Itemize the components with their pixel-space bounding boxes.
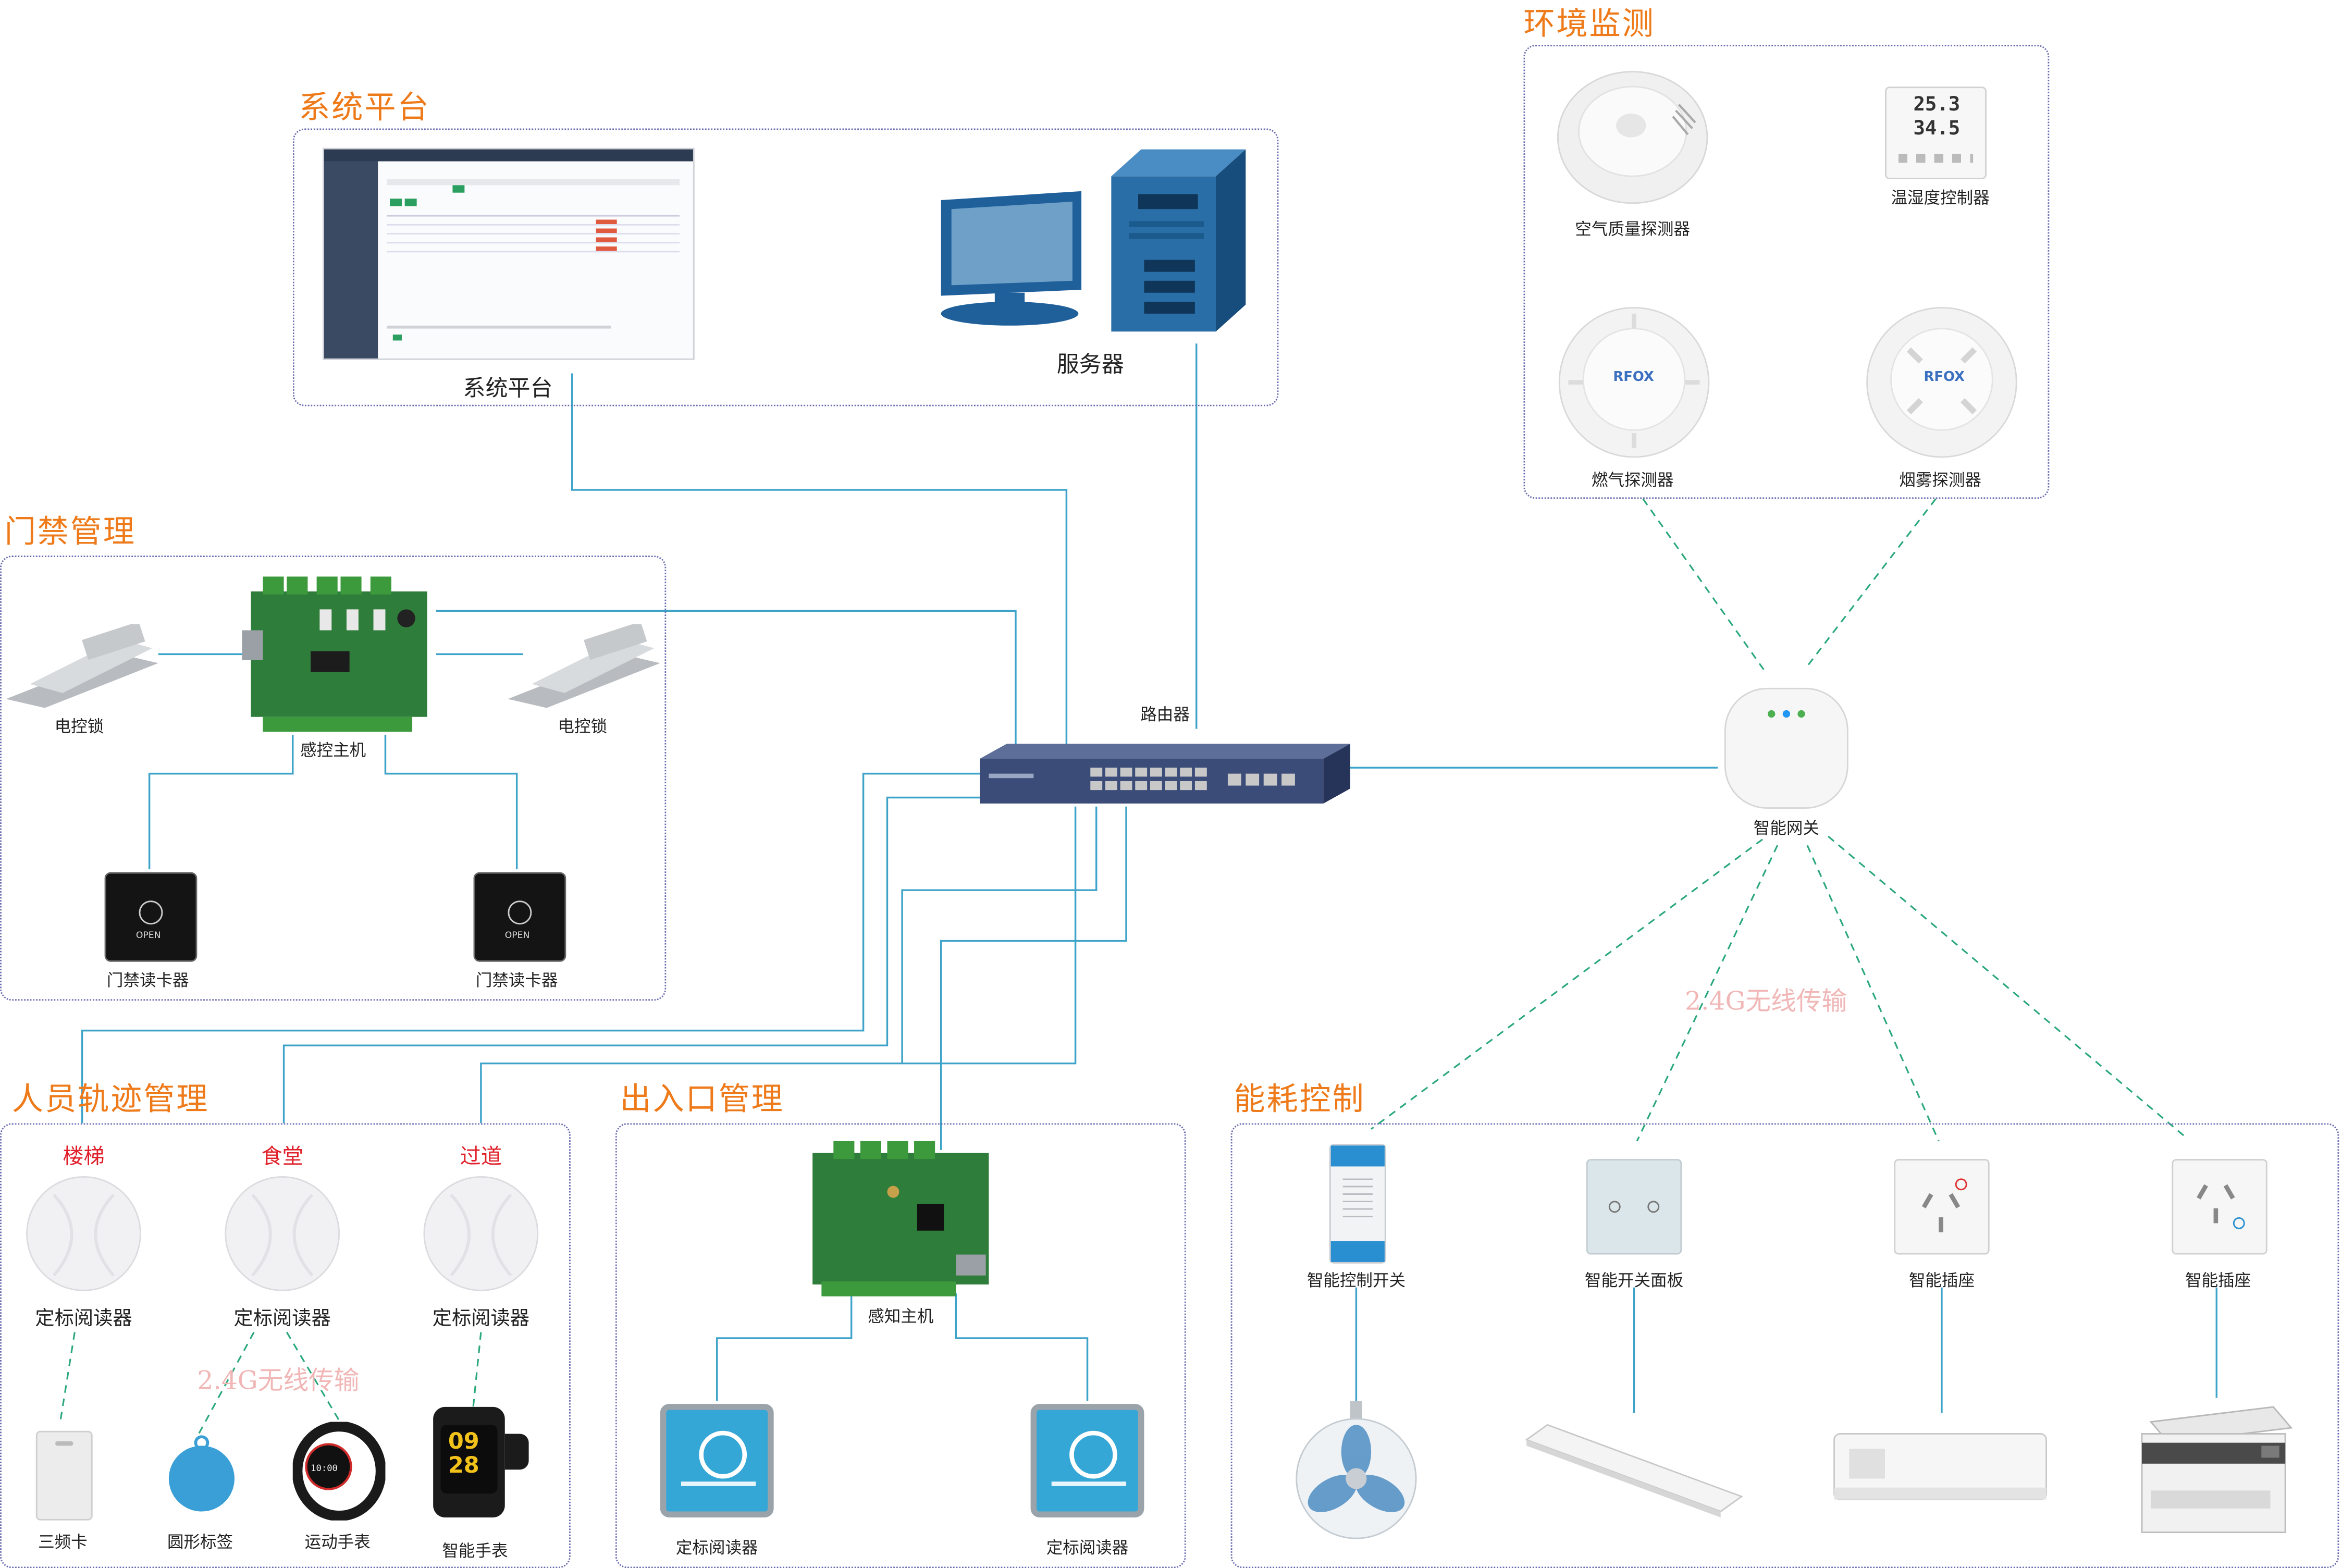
router-icon [980,744,1350,804]
track-wireless-note: 2.4G无线传输 [197,1366,360,1397]
gate-host-board-icon [812,1141,989,1297]
thermo-temp-reading: 25.3 [1913,94,1961,117]
section-title-track: 人员轨迹管理 [11,1081,209,1117]
gateway-label: 智能网关 [1753,818,1819,838]
access-controller-board-icon [242,576,427,732]
smoke-detector-icon [1866,306,2017,458]
access-reader-left-icon: OPEN [104,872,198,962]
electric-lock-left-icon [6,624,158,708]
smart-socket-1-icon [1894,1159,1990,1255]
gate-reader-left-label: 定标阅读器 [675,1538,758,1558]
track-reader-2-icon [225,1176,340,1291]
lock-right-label: 电控锁 [558,717,608,736]
watch-minute: 28 [448,1451,479,1479]
track-reader-1-icon [26,1176,141,1291]
section-title-energy: 能耗控制 [1234,1081,1365,1117]
switch-panel-label: 智能开关面板 [1584,1271,1684,1291]
smart-gateway-icon [1724,687,1848,809]
gas-label: 燃气探测器 [1591,470,1674,490]
section-title-access: 门禁管理 [4,513,136,550]
ceiling-fan-icon [1296,1401,1417,1539]
section-title-platform: 系统平台 [299,89,430,126]
platform-screenshot [323,147,695,360]
reader-right-open-text: OPEN [504,930,530,941]
track-loc-stairs: 楼梯 [63,1145,105,1170]
router-label: 路由器 [1140,705,1190,725]
track-loc-canteen: 食堂 [261,1145,303,1170]
gas-detector-icon [1558,306,1710,458]
track-reader-1-label: 定标阅读器 [35,1308,132,1331]
sport-band-icon [292,1422,386,1521]
socket-2-label: 智能插座 [2185,1271,2251,1291]
tag-round-label: 圆形标签 [167,1532,233,1552]
smoke-label: 烟雾探测器 [1899,470,1981,490]
gate-reader-right-label: 定标阅读器 [1046,1538,1129,1558]
tag-watch-label: 智能手表 [442,1541,508,1561]
server-tower-icon [1111,149,1246,332]
access-box [0,555,667,1001]
smoke-detector-brand: RFOX [1924,370,1965,386]
server-label: 服务器 [1056,351,1124,378]
track-reader-2-label: 定标阅读器 [233,1308,331,1331]
thermo-label: 温湿度控制器 [1891,188,1990,208]
tag-band-label: 运动手表 [304,1532,371,1552]
air-quality-label: 空气质量探测器 [1575,219,1690,239]
platform-box [292,128,1279,406]
smart-watch-icon: 09 28 [433,1406,505,1517]
air-conditioner-icon [1833,1433,2047,1500]
electric-lock-right-icon [508,624,660,708]
reader-left-open-text: OPEN [135,930,161,941]
round-tag-icon [168,1435,235,1512]
ctrl-switch-label: 智能控制开关 [1306,1271,1406,1291]
band-time-text: 10:00 [311,1463,338,1474]
socket-1-label: 智能插座 [1908,1271,1975,1291]
ceiling-light-icon [1525,1424,1743,1517]
computer-monitor-icon [941,191,1082,326]
watch-hour: 09 [448,1427,479,1455]
reader-left-label: 门禁读卡器 [106,970,189,991]
tri-freq-card-icon [35,1430,93,1521]
access-reader-right-icon: OPEN [473,872,566,962]
section-title-gate: 出入口管理 [620,1081,784,1117]
gate-reader-left-icon [660,1404,774,1517]
access-controller-label: 感控主机 [300,740,366,760]
env-box [1523,44,2050,499]
section-title-env: 环境监测 [1523,6,1655,42]
platform-screen-label: 系统平台 [463,375,553,402]
tag-card-label: 三频卡 [38,1532,88,1552]
gate-reader-right-icon [1030,1404,1144,1517]
smart-socket-2-icon [2172,1159,2267,1255]
lock-left-label: 电控锁 [54,717,104,736]
track-loc-corridor: 过道 [460,1145,502,1170]
reader-right-label: 门禁读卡器 [475,970,558,991]
thermo-humidity-reading: 34.5 [1913,118,1961,141]
gas-detector-brand: RFOX [1613,370,1654,386]
smart-control-switch-icon [1329,1144,1386,1264]
gateway-wireless-note: 2.4G无线传输 [1684,987,1847,1017]
gate-host-label: 感知主机 [868,1306,934,1327]
printer-icon [2141,1406,2293,1534]
air-quality-detector-icon [1557,71,1708,204]
smart-switch-panel-icon [1586,1159,1682,1255]
track-reader-3-icon [423,1176,539,1291]
track-reader-3-label: 定标阅读器 [432,1308,530,1331]
thermo-controller-icon: 25.3 34.5 [1885,87,1987,179]
